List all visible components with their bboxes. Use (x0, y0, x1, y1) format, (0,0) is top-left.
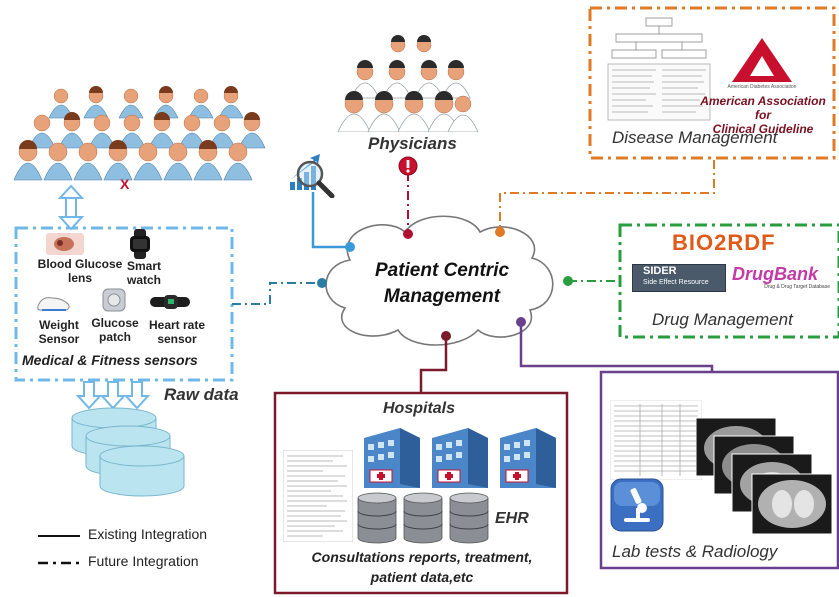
physicians-icon (337, 35, 478, 132)
drugbank-logo-sub: Drug & Drug Target Database (764, 284, 830, 290)
disease-org-label: American Association for Clinical Guidel… (692, 94, 834, 136)
lab-link-dot (516, 317, 526, 327)
central-cloud (325, 215, 554, 346)
weight-sensor-icon (36, 292, 72, 314)
sider-logo: SIDER Side Effect Resource (632, 264, 726, 292)
patients-crowd (14, 72, 272, 182)
drugbank-logo: DrugBank Drug & Drug Target Database (732, 264, 836, 290)
bio2rdf-logo: BIO2RDF (672, 230, 776, 255)
guideline-flowchart-thumbnail (606, 16, 712, 122)
sensor-smart-watch-line1: Smart (126, 259, 161, 273)
physicians-group (336, 34, 478, 132)
analytics-link-dot (345, 242, 355, 252)
hospitals-caption-line2: patient data,etc (370, 569, 474, 585)
raw-data-cylinders (71, 407, 185, 497)
ehr-database-stack (356, 492, 490, 544)
microscope-icon (610, 478, 664, 532)
sensor-glucose-patch-line1: Glucose (91, 316, 139, 330)
disease-org-line2: Clinical Guideline (712, 122, 814, 136)
drug-title: Drug Management (652, 310, 793, 329)
raw-data-label: Raw data (164, 385, 239, 404)
drug-link-dot (563, 276, 573, 286)
sensors-link-dot (317, 278, 327, 288)
sensor-heart-rate-line2: sensor (157, 332, 197, 346)
mri-scan-icon (696, 418, 833, 535)
legend-future-label: Future Integration (88, 553, 199, 569)
sensor-smart-watch-label: Smart watch (122, 259, 166, 287)
ada-triangle-icon (732, 38, 792, 82)
sensor-weight-line2: Sensor (38, 332, 80, 346)
sensor-heart-rate-line1: Heart rate (148, 318, 206, 332)
heart-rate-sensor-icon (150, 294, 190, 310)
sensors-caption: Medical & Fitness sensors (22, 352, 198, 368)
patients-marker: X (120, 176, 130, 192)
sensor-blood-glucose-line2: lens (67, 271, 92, 285)
sensor-weight-line1: Weight (39, 318, 79, 332)
hospital-building-icon (364, 428, 556, 488)
hospital-buildings (360, 424, 564, 490)
disease-org-line1: American Association for (700, 94, 826, 122)
center-label-line2: Management (383, 286, 501, 307)
disease-link (499, 160, 715, 232)
lab-report-thumbnail (610, 400, 702, 480)
physicians-label: Physicians (368, 134, 457, 153)
alert-icon (398, 156, 418, 176)
disease-frame (588, 6, 836, 160)
hospitals-link (419, 336, 448, 393)
patients-icon (14, 86, 266, 181)
sensor-blood-glucose-line1: Blood Glucose (37, 257, 123, 271)
lab-link (519, 322, 714, 372)
ada-logo: American Diabetes Association (726, 36, 798, 94)
legend-existing-label: Existing Integration (88, 526, 208, 542)
drugbank-logo-text: DrugBank (732, 264, 819, 284)
sensors-link (232, 282, 322, 305)
mri-scans-stack (696, 418, 836, 536)
smart-watch-icon (126, 229, 156, 259)
sensor-glucose-patch-line2: patch (98, 330, 131, 344)
hospitals-title: Hospitals (383, 400, 456, 417)
medical-report-thumbnail (283, 450, 353, 542)
hospitals-caption-line1: Consultations reports, treatment, (311, 549, 533, 565)
sensor-glucose-patch-label: Glucose patch (90, 316, 140, 344)
sider-logo-line1: SIDER (643, 265, 677, 277)
center-label-line1: Patient Centric (374, 260, 510, 281)
patients-sensors-arrow (57, 184, 85, 231)
sensor-blood-glucose-label: Blood Glucose lens (34, 257, 126, 285)
ehr-label: EHR (495, 510, 529, 527)
hospitals-caption: Consultations reports, treatment, patien… (280, 547, 564, 587)
sensor-heart-rate-label: Heart rate sensor (142, 318, 212, 346)
analytics-link (311, 192, 350, 249)
sider-logo-line2: Side Effect Resource (643, 279, 709, 286)
analytics-magnifier-icon (288, 150, 344, 198)
database-icon (357, 492, 489, 544)
blood-glucose-lens-icon (46, 233, 84, 255)
ada-logo-text: American Diabetes Association (727, 84, 797, 90)
raw-data-arrows (75, 381, 151, 410)
center-label: Patient Centric Management (352, 258, 532, 310)
glucose-patch-icon (102, 288, 126, 312)
sensor-weight-label: Weight Sensor (36, 318, 82, 346)
hospitals-link-dot (441, 331, 451, 341)
sensor-smart-watch-line2: watch (126, 273, 161, 287)
disease-link-dot (495, 227, 505, 237)
lab-frame (599, 370, 839, 570)
lab-title: Lab tests & Radiology (612, 542, 778, 561)
disease-title: Disease Management (612, 128, 778, 147)
physicians-link-dot (403, 229, 413, 239)
